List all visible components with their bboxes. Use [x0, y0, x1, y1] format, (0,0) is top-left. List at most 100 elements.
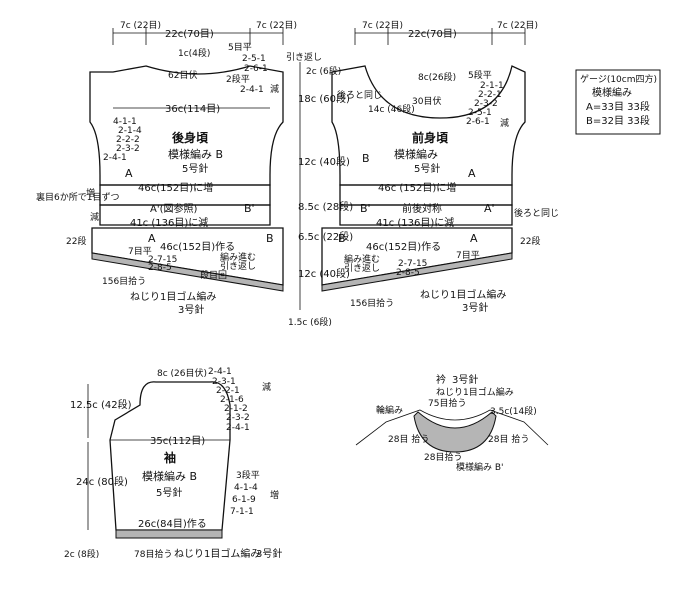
svg-text:A: A: [468, 167, 476, 180]
svg-text:B': B': [244, 202, 255, 215]
sleeve-outline: [109, 381, 231, 531]
svg-text:A: A: [470, 232, 478, 245]
back-ribbing-label: ねじり1目ゴム編み: [130, 290, 216, 303]
collar-shoulder-lines: [355, 409, 549, 446]
front-hem-note1: 編み進む: [344, 253, 380, 265]
front-hem-cast: 46c(152目)作る: [366, 241, 441, 253]
back-rib-needle: 3号針: [178, 303, 204, 316]
front-neck-measure: 22c(70目): [408, 29, 457, 40]
front-ribbing: [321, 252, 513, 292]
gauge-b: B=32目 33段: [586, 114, 650, 127]
back-ribbing: [91, 252, 284, 292]
svg-text:A: A: [148, 232, 156, 245]
svg-text:2-6-1: 2-6-1: [244, 64, 268, 74]
svg-text:2-3-1: 2-3-1: [212, 377, 236, 387]
back-hem-depth: 22段: [66, 235, 86, 247]
sleeve-ribbing-label: ねじり1目ゴム編み: [174, 547, 260, 560]
svg-text:7目平: 7目平: [128, 246, 152, 257]
front-bind-off: 30目伏: [412, 95, 441, 107]
svg-text:2-2-1: 2-2-1: [478, 90, 502, 100]
collar-pickup-right: 28目 拾う: [488, 433, 529, 445]
collar-ribbing-label: ねじり1目ゴム編み: [436, 386, 514, 398]
svg-text:2-6-1: 2-6-1: [466, 117, 490, 127]
collar-pickup-left: 28目 拾う: [388, 433, 429, 445]
sleeve-cuff-height: 2c (8段): [64, 548, 99, 560]
svg-text:2-2-1: 2-2-1: [216, 386, 240, 396]
front-shoulder-right-measure: 7c (22目): [497, 20, 538, 31]
front-ribbing-label: ねじり1目ゴム編み: [420, 288, 506, 301]
back-hem-note1: 編み進む: [220, 251, 256, 263]
svg-text:6-1-9: 6-1-9: [232, 495, 256, 505]
svg-text:2-7-15: 2-7-15: [398, 259, 427, 269]
collar-depth: 3.5c(14段): [490, 405, 537, 417]
back-dec-label: 減: [90, 211, 99, 223]
svg-text:2-3-2: 2-3-2: [116, 144, 140, 154]
svg-text:4-1-1: 4-1-1: [113, 117, 137, 127]
svg-text:7目平: 7目平: [456, 250, 480, 261]
svg-text:12c (40段): 12c (40段): [298, 267, 350, 280]
back-inc-label: 増: [86, 187, 95, 199]
front-band-lower: [339, 204, 513, 226]
back-hem-cast: 46c(152目)作る: [160, 241, 235, 253]
front-body-outline: [331, 65, 526, 186]
front-neck-dec: 減: [500, 117, 509, 129]
svg-text:2-4-1: 2-4-1: [103, 153, 127, 163]
svg-text:2-4-1: 2-4-1: [240, 85, 264, 95]
svg-text:2-8-5: 2-8-5: [396, 268, 420, 278]
svg-text:2-2-2: 2-2-2: [116, 135, 140, 145]
center-scale: 2c (6段) 18c (60段) 12c (40段) 8.5c (28段) 6…: [288, 62, 353, 328]
gauge-pattern: 模様編み: [592, 86, 632, 99]
back-neck-depth: 1c(4段): [178, 47, 210, 59]
front-pickup: 156目拾う: [350, 297, 394, 309]
sleeve-pattern: 模様編み B: [142, 469, 197, 483]
sleeve-top-width: 8c (26目伏): [157, 367, 207, 379]
svg-text:5段平: 5段平: [468, 69, 492, 81]
back-title: 後身頃: [172, 130, 209, 145]
sleeve-side-inc: 増: [270, 489, 279, 501]
front-rib-needle: 3号針: [462, 301, 488, 314]
back-hip-width: 46c(152目)に増: [138, 181, 213, 194]
svg-text:2段平: 2段平: [226, 73, 250, 85]
back-panel: 7c (22目) 22c(70目) 7c (22目) 1c(4段) 62目伏 5…: [36, 20, 322, 316]
sleeve-title: 袖: [164, 450, 176, 465]
sleeve-ribbing: [115, 529, 223, 539]
collar-pickup-back: 75目拾う: [428, 397, 466, 409]
front-band-width: 41c (136目)に減: [376, 216, 454, 229]
front-neck-height: 14c (46段): [368, 103, 415, 115]
svg-text:2-1-4: 2-1-4: [118, 126, 142, 136]
sleeve-needle: 5号針: [156, 486, 182, 499]
back-band-label: A'(図参照): [150, 202, 197, 215]
collar-ribbing: [413, 411, 497, 453]
sleeve-rib-needle: 3号針: [256, 547, 282, 560]
collar-needle: 3号針: [452, 373, 478, 386]
back-purl-note: 裏目6か所で1目ずつ: [36, 191, 119, 203]
front-same-as-back2: 後ろと同じ: [514, 207, 559, 219]
svg-text:1.5c (6段): 1.5c (6段): [288, 316, 332, 328]
svg-text:B': B': [360, 202, 371, 215]
svg-text:5目平: 5目平: [228, 42, 252, 53]
back-shoulder-left-measure: 7c (22目): [120, 20, 161, 31]
svg-text:B: B: [338, 232, 346, 245]
back-band-lower: [99, 204, 271, 226]
gauge-a: A=33目 33段: [586, 100, 650, 113]
collar-title: 衿: [436, 373, 446, 386]
back-neck-dec: 減: [270, 83, 279, 95]
svg-text:4-1-4: 4-1-4: [234, 483, 258, 493]
svg-text:2-1-6: 2-1-6: [220, 395, 244, 405]
sleeve-pickup: 78目拾う: [134, 548, 172, 560]
svg-text:2-3-2: 2-3-2: [474, 99, 498, 109]
svg-text:B: B: [362, 152, 370, 165]
svg-text:B: B: [266, 232, 274, 245]
svg-text:6.5c (22段): 6.5c (22段): [298, 230, 353, 243]
gauge-box: ゲージ(10cm四方) 模様編み A=33目 33段 B=32目 33段: [575, 69, 661, 135]
back-pickup: 156目拾う: [102, 275, 146, 287]
back-chest-width: 36c(114目): [165, 104, 220, 115]
svg-text:18c (60段): 18c (60段): [298, 92, 350, 105]
front-hip-width: 46c (152目)に増: [378, 181, 456, 194]
back-needle: 5号針: [182, 162, 208, 175]
sleeve-body-height: 24c (80段): [76, 475, 128, 488]
svg-text:8.5c (28段): 8.5c (28段): [298, 200, 353, 213]
svg-text:2-1-1: 2-1-1: [480, 81, 504, 91]
collar-pattern-b: 模様編み B': [456, 461, 504, 473]
